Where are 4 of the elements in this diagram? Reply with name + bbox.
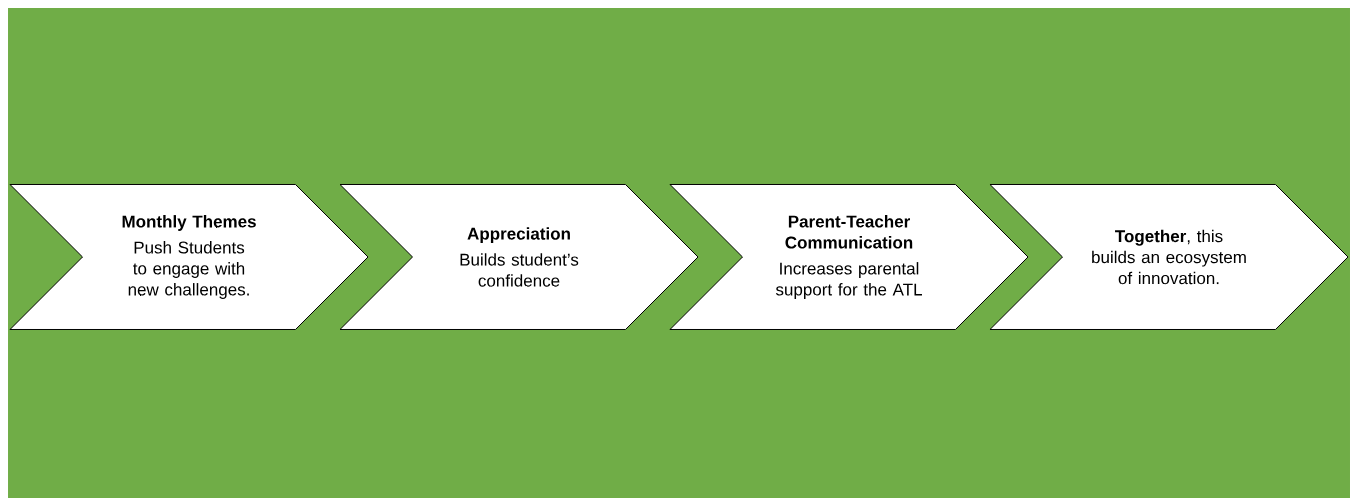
chevron-box: Together, this builds an ecosystem of innovation. — [989, 184, 1349, 330]
chevron-box: Parent-Teacher Communication Increases parental support for the ATL — [669, 184, 1029, 330]
chevron-box: Monthly Themes Push Students to engage with new challenges. — [9, 184, 369, 330]
chevron-box: Appreciation Builds student’s confidence — [339, 184, 699, 330]
